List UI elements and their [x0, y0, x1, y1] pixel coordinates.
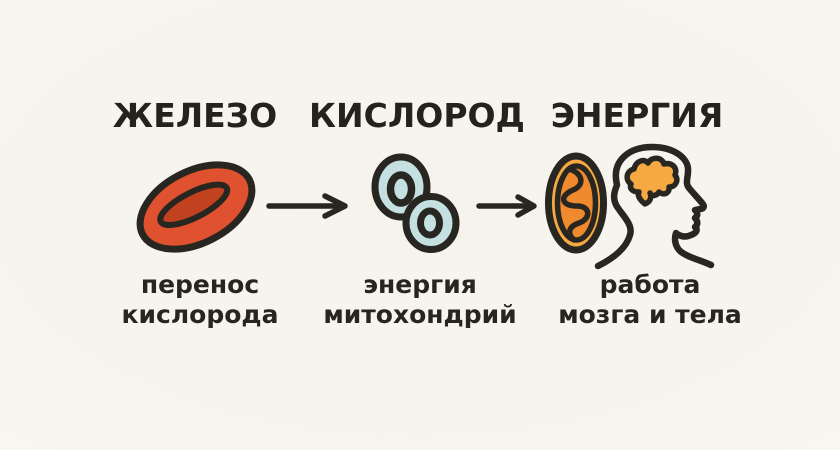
column-caption-iron: перенос кислорода — [121, 270, 279, 329]
column-title-energy: ЭНЕРГИЯ — [550, 96, 724, 135]
arrow-right-icon — [266, 193, 348, 219]
oxygen-molecules-icon — [371, 153, 460, 253]
mitochondria-icon — [545, 152, 607, 254]
column-caption-oxygen: энергия митохондрий — [323, 270, 517, 329]
column-title-iron: ЖЕЛЕЗО — [112, 96, 278, 135]
column-caption-energy: работа мозга и тела — [558, 270, 742, 329]
column-title-oxygen: КИСЛОРОД — [309, 96, 525, 135]
head-profile-outline — [594, 143, 715, 270]
head-with-brain-icon — [594, 143, 715, 270]
brain-shape — [624, 155, 680, 207]
red-blood-cell-icon — [136, 161, 256, 253]
arrow-right-icon — [476, 194, 537, 218]
